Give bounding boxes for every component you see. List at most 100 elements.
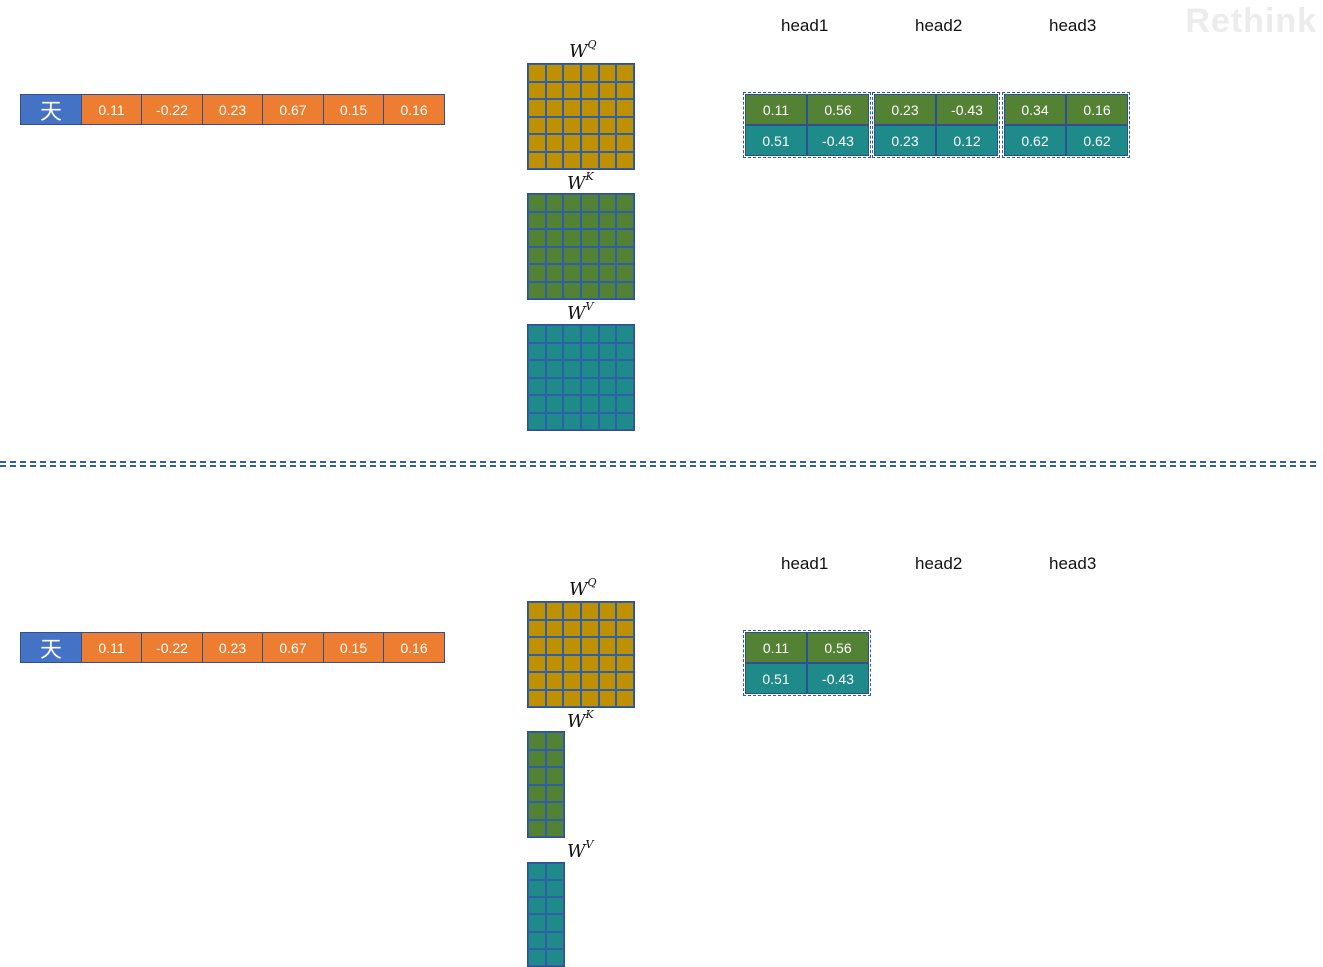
matrix-cell	[528, 360, 546, 378]
matrix-cell	[580, 81, 599, 99]
matrix-cell	[580, 395, 599, 413]
wv-label-top: WV	[567, 300, 593, 324]
matrix-cell	[528, 654, 546, 672]
matrix-cell	[545, 654, 564, 672]
head2-v-cell: 0.23	[874, 125, 936, 156]
matrix-cell	[546, 880, 564, 898]
matrix-cell	[580, 264, 599, 282]
matrix-cell	[616, 134, 634, 152]
embedding-cell: 0.16	[383, 632, 445, 663]
embedding-cell: -0.22	[141, 94, 203, 125]
matrix-cell	[563, 689, 581, 707]
matrix-cell	[546, 749, 564, 767]
matrix-cell	[545, 412, 564, 430]
matrix-cell	[528, 602, 546, 620]
matrix-cell	[546, 931, 564, 949]
wv-matrix-top	[527, 324, 635, 431]
matrix-cell	[563, 81, 581, 99]
matrix-cell	[598, 194, 617, 212]
matrix-cell	[580, 116, 599, 134]
matrix-cell	[563, 637, 581, 655]
matrix-cell	[528, 281, 546, 299]
matrix-cell	[528, 931, 546, 949]
matrix-cell	[545, 116, 564, 134]
head1-k-cell: 0.11	[745, 94, 807, 125]
matrix-cell	[580, 64, 599, 82]
head3-block-top: 0.34 0.16 0.62 0.62	[1002, 92, 1130, 158]
matrix-cell	[580, 151, 599, 169]
matrix-cell	[528, 211, 546, 229]
matrix-cell	[616, 99, 634, 117]
matrix-cell	[580, 602, 599, 620]
wk-label-base: W	[567, 173, 586, 194]
matrix-cell	[616, 395, 634, 413]
matrix-cell	[563, 264, 581, 282]
head2-k-cell: -0.43	[936, 94, 998, 125]
token-embedding-row-bottom: 天 0.11 -0.22 0.23 0.67 0.15 0.16	[20, 632, 445, 663]
matrix-cell	[563, 194, 581, 212]
head3-label-top: head3	[1049, 16, 1097, 35]
matrix-cell	[528, 880, 546, 898]
embedding-cell: 0.11	[80, 94, 143, 125]
matrix-cell	[598, 637, 617, 655]
matrix-cell	[545, 229, 564, 247]
matrix-cell	[598, 689, 617, 707]
matrix-cell	[545, 81, 564, 99]
matrix-cell	[580, 229, 599, 247]
head2-v-cell: 0.12	[936, 125, 998, 156]
head2-k-cell: 0.23	[874, 94, 936, 125]
wk-matrix-top	[527, 193, 635, 300]
matrix-cell	[528, 732, 546, 750]
matrix-cell	[580, 619, 599, 637]
embedding-cell: -0.22	[141, 632, 203, 663]
matrix-cell	[580, 412, 599, 430]
matrix-cell	[580, 211, 599, 229]
matrix-cell	[598, 116, 617, 134]
matrix-cell	[528, 749, 546, 767]
matrix-cell	[598, 134, 617, 152]
matrix-cell	[616, 672, 634, 690]
matrix-cell	[616, 64, 634, 82]
matrix-cell	[528, 194, 546, 212]
matrix-cell	[616, 602, 634, 620]
matrix-cell	[545, 134, 564, 152]
matrix-cell	[598, 151, 617, 169]
matrix-cell	[545, 360, 564, 378]
matrix-cell	[545, 99, 564, 117]
matrix-cell	[546, 732, 564, 750]
matrix-cell	[580, 246, 599, 264]
matrix-cell	[528, 325, 546, 343]
wk-label-top: WK	[567, 170, 594, 194]
matrix-cell	[598, 342, 617, 360]
matrix-cell	[598, 377, 617, 395]
matrix-cell	[563, 654, 581, 672]
matrix-cell	[528, 802, 546, 820]
matrix-cell	[545, 689, 564, 707]
matrix-cell	[616, 412, 634, 430]
matrix-cell	[616, 281, 634, 299]
wq-label-base: W	[569, 41, 588, 62]
matrix-cell	[598, 412, 617, 430]
matrix-cell	[528, 819, 546, 837]
head1-k-cell: 0.11	[745, 632, 807, 663]
matrix-cell	[528, 151, 546, 169]
matrix-cell	[563, 229, 581, 247]
head1-label-bottom: head1	[781, 554, 829, 573]
matrix-cell	[528, 619, 546, 637]
matrix-cell	[546, 784, 564, 802]
matrix-cell	[563, 395, 581, 413]
embedding-cell: 0.23	[201, 632, 264, 663]
matrix-cell	[616, 325, 634, 343]
wv-label-base: W	[567, 841, 586, 862]
matrix-cell	[546, 767, 564, 785]
matrix-cell	[563, 211, 581, 229]
head1-v-cell: -0.43	[807, 125, 869, 156]
matrix-cell	[545, 151, 564, 169]
matrix-cell	[528, 897, 546, 915]
wq-matrix-bottom	[527, 601, 635, 708]
matrix-cell	[598, 64, 617, 82]
matrix-cell	[563, 619, 581, 637]
matrix-cell	[528, 99, 546, 117]
matrix-cell	[528, 689, 546, 707]
wq-matrix-top	[527, 63, 635, 170]
